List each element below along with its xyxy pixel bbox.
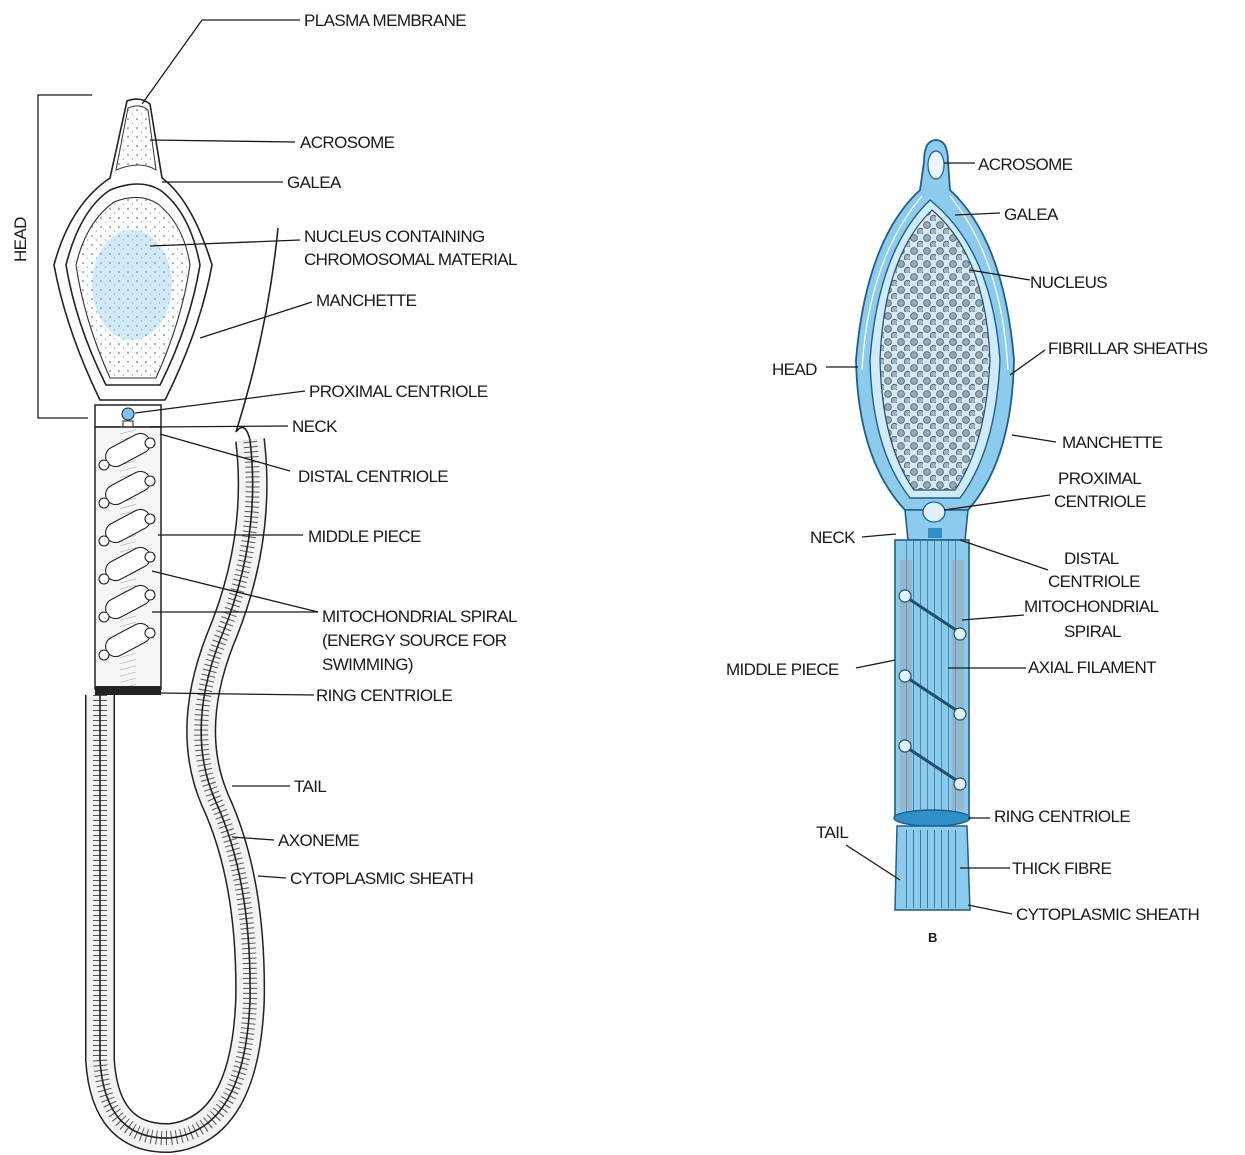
tail-end-a — [236, 228, 278, 440]
ring-centriole-b — [894, 810, 970, 826]
label-galea-a: GALEA — [287, 173, 342, 192]
label-distal-centriole-a: DISTAL CENTRIOLE — [298, 467, 448, 486]
thick-fibre-b — [906, 830, 958, 908]
label-mito-line3-a: SWIMMING) — [322, 655, 413, 674]
label-proximal-centriole-a: PROXIMAL CENTRIOLE — [309, 382, 488, 401]
label-manchette-b: MANCHETTE — [1062, 433, 1163, 452]
label-distal-line2-b: CENTRIOLE — [1048, 572, 1140, 591]
label-mito-line2-b: SPIRAL — [1064, 622, 1121, 641]
acrosome-a — [116, 106, 156, 170]
label-cytoplasmic-sheath-a: CYTOPLASMIC SHEATH — [290, 869, 473, 888]
proximal-centriole-b — [923, 502, 945, 522]
label-axoneme-a: AXONEME — [278, 831, 359, 850]
label-fibrillar-sheaths-b: FIBRILLAR SHEATHS — [1048, 339, 1208, 358]
label-proximal-line2-b: CENTRIOLE — [1054, 492, 1146, 511]
label-plasma-membrane-a: PLASMA MEMBRANE — [304, 11, 466, 30]
label-mito-line2-a: (ENERGY SOURCE FOR — [322, 631, 507, 650]
label-middle-piece-a: MIDDLE PIECE — [308, 527, 421, 546]
label-mito-line1-a: MITOCHONDRIAL SPIRAL — [322, 607, 517, 626]
label-nucleus-line1-a: NUCLEUS CONTAINING — [304, 227, 485, 246]
acrosome-b — [928, 151, 944, 179]
label-thick-fibre-b: THICK FIBRE — [1012, 859, 1111, 878]
ring-centriole-a — [95, 686, 161, 695]
distal-centriole-b — [928, 528, 942, 538]
label-tail-a: TAIL — [294, 777, 326, 796]
label-distal-line1-b: DISTAL — [1064, 549, 1119, 568]
proximal-centriole-a — [122, 408, 134, 420]
diagram-a: PLASMA MEMBRANE ACROSOME GALEA NUCLEUS C… — [11, 11, 517, 1138]
label-ring-centriole-b: RING CENTRIOLE — [994, 807, 1130, 826]
leader-lines-a — [135, 20, 318, 878]
label-head-b: HEAD — [772, 360, 817, 379]
label-cytoplasmic-sheath-b: CYTOPLASMIC SHEATH — [1016, 905, 1199, 924]
label-galea-b: GALEA — [1004, 205, 1059, 224]
label-head-a: HEAD — [11, 217, 30, 262]
panel-letter-b: B — [928, 930, 937, 945]
label-neck-b: NECK — [810, 528, 856, 547]
label-mito-line1-b: MITOCHONDRIAL — [1024, 597, 1159, 616]
label-manchette-a: MANCHETTE — [316, 291, 417, 310]
diagram-b: ACROSOME GALEA NUCLEUS FIBRILLAR SHEATHS… — [726, 140, 1208, 945]
label-acrosome-b: ACROSOME — [978, 155, 1073, 174]
label-middle-piece-b: MIDDLE PIECE — [726, 660, 839, 679]
label-neck-a: NECK — [292, 417, 338, 436]
label-acrosome-a: ACROSOME — [300, 133, 395, 152]
label-axial-filament-b: AXIAL FILAMENT — [1028, 658, 1156, 677]
label-nucleus-b: NUCLEUS — [1030, 273, 1107, 292]
label-proximal-line1-b: PROXIMAL — [1058, 469, 1141, 488]
label-nucleus-line2-a: CHROMOSOMAL MATERIAL — [304, 250, 517, 269]
label-tail-b: TAIL — [816, 823, 848, 842]
label-ring-centriole-a: RING CENTRIOLE — [316, 686, 452, 705]
nucleus-chromatin-a — [92, 230, 172, 340]
